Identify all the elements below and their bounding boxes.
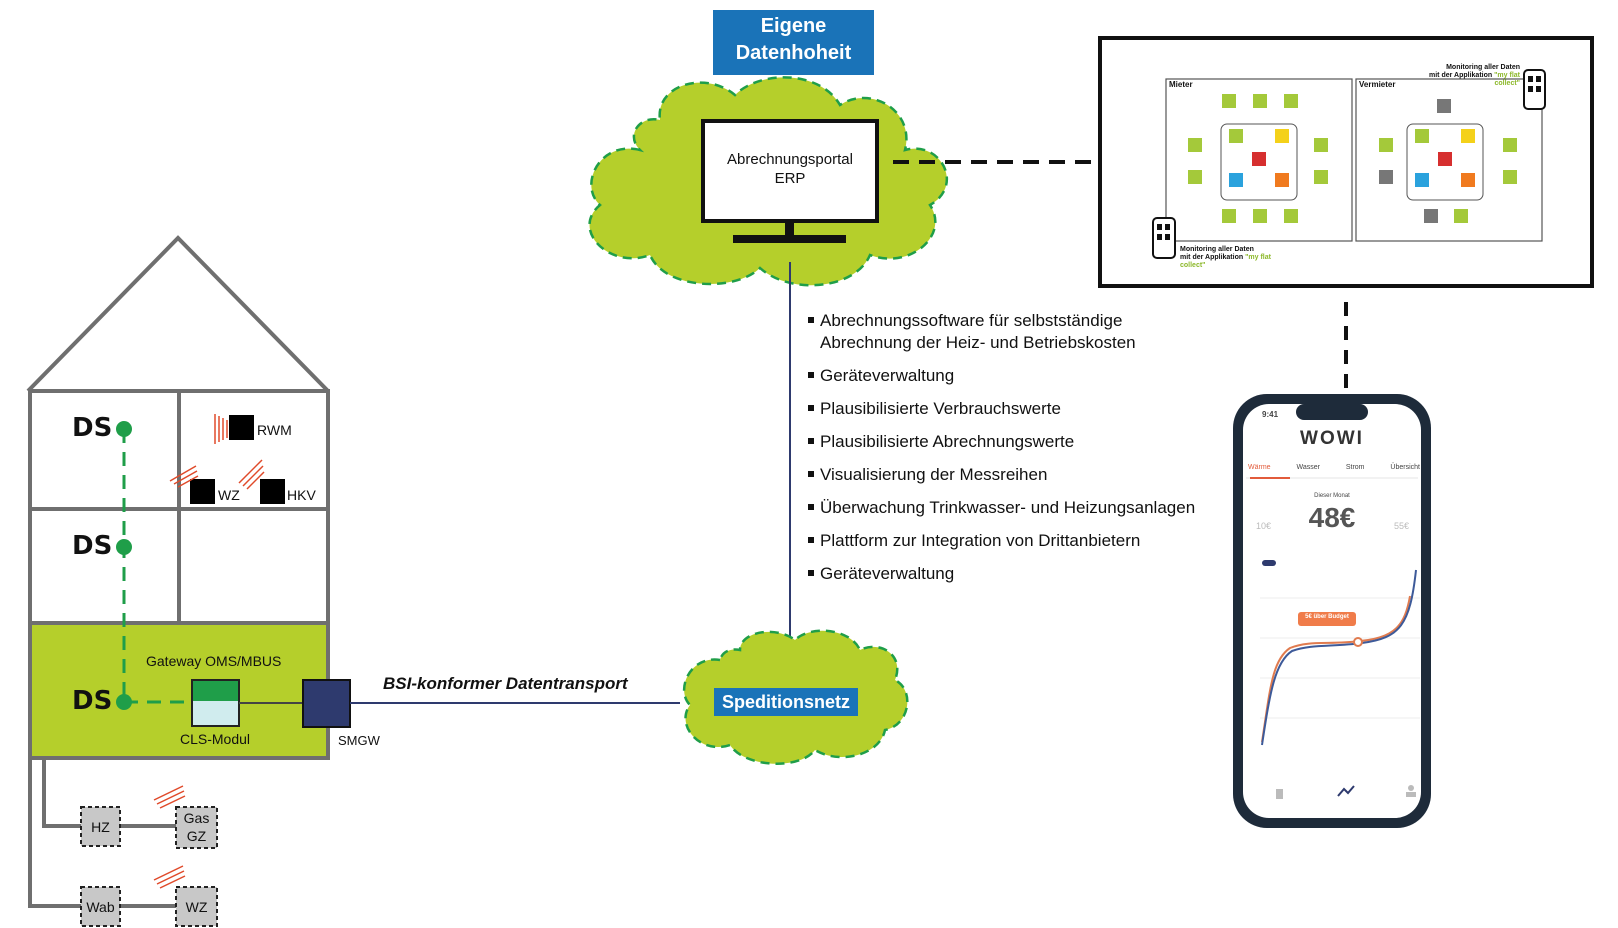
phone-tabs: Wärme Wasser Strom Übersicht: [1248, 464, 1420, 471]
ds-dot-3: [116, 694, 132, 710]
ds-dot-1: [116, 421, 132, 437]
phone-tab-uebersicht[interactable]: Übersicht: [1390, 464, 1420, 471]
gz-line: GZ: [186, 828, 207, 844]
ground-floor-green: [32, 625, 326, 756]
feature-item: Plattform zur Integration von Drittanbie…: [808, 530, 1228, 552]
phone-big-value: 48€: [1308, 502, 1356, 533]
mieter-inner: [1220, 123, 1298, 201]
vermieter-title: Vermieter: [1359, 80, 1396, 89]
smgw-box: [302, 679, 351, 728]
phone-tab-strom[interactable]: Strom: [1345, 464, 1365, 471]
feature-item: Plausibilisierte Verbrauchswerte: [808, 398, 1228, 420]
app-icons-mieter: [1188, 94, 1328, 223]
data-sovereignty-title: Eigene Datenhoheit: [713, 10, 874, 75]
ds-label-3: DS: [72, 686, 113, 716]
phone-nav: [1276, 785, 1416, 799]
hz-label: HZ: [91, 819, 110, 835]
feature-item: Geräteverwaltung: [808, 365, 1228, 387]
title-line-1: Eigene: [760, 15, 827, 37]
erp-monitor: [701, 119, 879, 223]
ds-label-1: DS: [72, 413, 113, 443]
feature-item: Visualisierung der Messreihen: [808, 464, 1228, 486]
feature-item: Überwachung Trinkwasser- und Heizungsanl…: [808, 497, 1228, 519]
title-line-2: Datenhoheit: [735, 42, 852, 64]
erp-monitor-stand: [733, 235, 846, 243]
radio-wave-icon: [238, 459, 265, 490]
phone-notch: [1296, 404, 1368, 420]
gateway-box-top: [193, 681, 238, 701]
erp-line-1: Abrechnungsportal: [727, 151, 853, 168]
wab-box: [80, 886, 121, 927]
phone-tab-waerme[interactable]: Wärme: [1248, 464, 1271, 471]
speditionsnetz-label: Speditionsnetz: [714, 688, 858, 716]
vermieter-panel: [1355, 78, 1543, 242]
wz2-label: WZ: [185, 899, 208, 915]
phone-tab-wasser[interactable]: Wasser: [1296, 464, 1320, 471]
gateway-label: Gateway OMS/MBUS: [146, 653, 282, 669]
small-phone-icon: [1523, 69, 1546, 110]
rwm-sensor: [229, 415, 254, 440]
feature-item: Abrechnungssoftware für selbstständige: [808, 310, 1228, 332]
erp-monitor-neck: [785, 221, 794, 237]
phone-time: 9:41: [1262, 410, 1279, 419]
erp-line-2: ERP: [774, 170, 806, 187]
radio-wave-icon: [214, 414, 228, 444]
small-phone-icon: [1152, 217, 1176, 259]
ds-label-2: DS: [72, 531, 113, 561]
smgw-label: SMGW: [338, 733, 380, 748]
radio-wave-icon: [153, 785, 186, 809]
monitor-bottom-note: Monitoring aller Daten mit der Applikati…: [1180, 246, 1271, 269]
house-roof: [26, 235, 330, 393]
phone-screen: [1243, 404, 1421, 818]
basement-line-1: [42, 758, 82, 828]
phone-right-value: 55€: [1394, 521, 1410, 531]
feature-list: Abrechnungssoftware für selbstständige A…: [808, 310, 1228, 585]
radio-wave-icon: [153, 865, 186, 889]
mieter-title: Mieter: [1169, 80, 1193, 89]
phone-budget-label: 5€ über Budget: [1305, 614, 1349, 620]
feature-item: Abrechnung der Heiz- und Betriebskosten: [820, 333, 1136, 352]
basement-line-2: [28, 758, 82, 908]
vermieter-inner: [1406, 123, 1484, 201]
gas-label: Gas GZ: [176, 809, 217, 845]
phone-chart: [1260, 560, 1420, 746]
hkv-label: HKV: [287, 487, 316, 503]
radio-wave-icon: [169, 465, 199, 488]
erp-label: Abrechnungsportal ERP: [705, 150, 875, 188]
phone-brand: WOWI: [1300, 428, 1364, 449]
hkv-sensor: [260, 479, 285, 504]
gas-line: Gas: [183, 810, 210, 826]
wz2-box: [175, 886, 218, 927]
feature-item: Geräteverwaltung: [808, 563, 1228, 585]
wz-label: WZ: [218, 487, 240, 503]
ds-dot-2: [116, 539, 132, 555]
transport-label: BSI-konformer Datentransport: [383, 674, 628, 693]
feature-item: Plausibilisierte Abrechnungswerte: [808, 431, 1228, 453]
phone-month-label: Dieser Monat: [1314, 493, 1350, 499]
cls-label: CLS-Modul: [180, 731, 251, 747]
phone-left-value: 10€: [1256, 521, 1272, 531]
hz-box: [80, 806, 121, 847]
app-icons-vermieter: [1379, 99, 1517, 223]
rwm-label: RWM: [257, 422, 292, 438]
mieter-panel: [1165, 78, 1353, 242]
wz-sensor: [190, 479, 215, 504]
gas-box: [175, 806, 218, 849]
monitor-top-note: Monitoring aller Daten mit der Applikati…: [1429, 64, 1520, 87]
wab-label: Wab: [86, 899, 115, 915]
